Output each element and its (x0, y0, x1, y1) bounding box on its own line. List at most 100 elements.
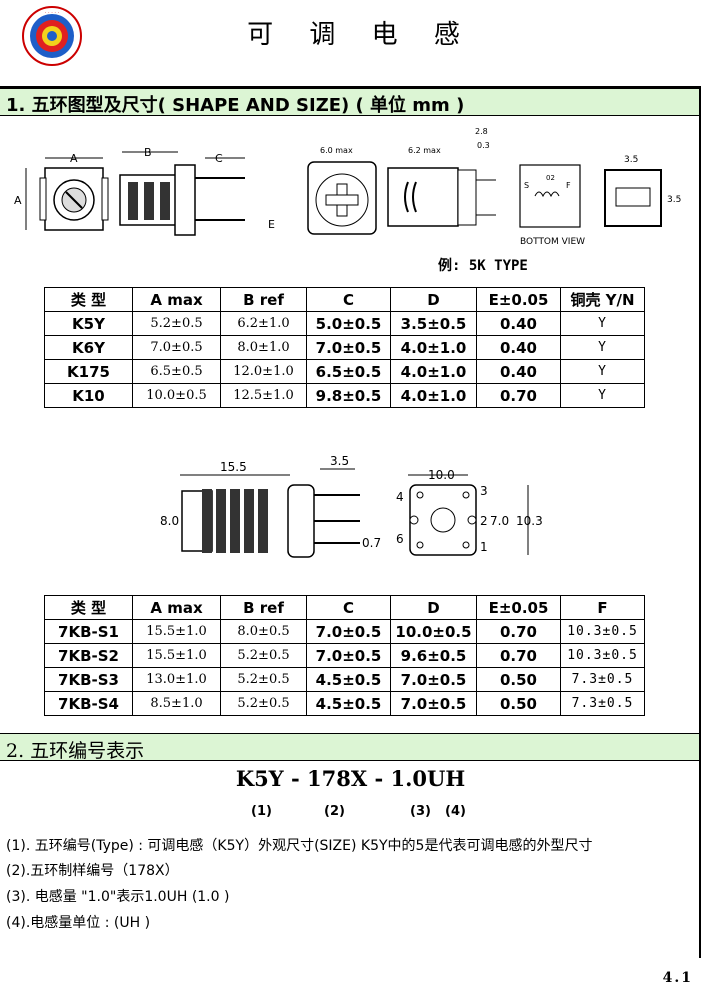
col-d: D (390, 287, 477, 312)
table-row: K175 6.5±0.5 12.0±1.0 6.5±0.5 4.0±1.0 0.… (44, 359, 645, 384)
table-row: K5Y 5.2±0.5 6.2±1.0 5.0±0.5 3.5±0.5 0.40… (44, 311, 645, 336)
cell-e: 0.40 (476, 311, 561, 336)
cell-b: 12.5±1.0 (220, 383, 307, 408)
table-row: K6Y 7.0±0.5 8.0±1.0 7.0±0.5 4.0±1.0 0.40… (44, 335, 645, 360)
svg-text:· · · · ·: · · · · · (45, 10, 60, 16)
cell-c: 6.5±0.5 (306, 359, 391, 384)
cell-b: 12.0±1.0 (220, 359, 307, 384)
cell-a: 5.2±0.5 (132, 311, 221, 336)
cell-a: 8.5±1.0 (132, 691, 221, 716)
label-pin-width: 0.7 (362, 536, 381, 550)
label-pin-4: 4 (396, 490, 404, 504)
cell-d: 7.0±0.5 (390, 667, 477, 692)
cell-copper: Y (560, 359, 645, 384)
col-copper-shell: 铜壳 Y/N (560, 287, 645, 312)
cell-c: 5.0±0.5 (306, 311, 391, 336)
col-a-max: A max (132, 595, 221, 620)
cell-b: 8.0±1.0 (220, 335, 307, 360)
cell-type: K10 (44, 383, 133, 408)
cell-c: 7.0±0.5 (306, 619, 391, 644)
col-c: C (306, 287, 391, 312)
cell-f: 10.3±0.5 (560, 619, 645, 644)
label-pin-2: 2 (480, 514, 488, 528)
7kb-series-spec-table: 类 型 A max B ref C D E±0.05 F 7KB-S1 15.5… (44, 595, 645, 716)
label-pin-02: 02 (546, 174, 555, 182)
section-shape-size-header: 1. 五环图型及尺寸( SHAPE AND SIZE) ( 单位 mm ) (0, 88, 699, 116)
col-b-ref: B ref (220, 287, 307, 312)
label-h35: 3.5 (667, 195, 681, 205)
table-header-row: 类 型 A max B ref C D E±0.05 铜壳 Y/N (44, 287, 645, 312)
label-pin-1: 1 (480, 540, 488, 554)
table-row: 7KB-S1 15.5±1.0 8.0±0.5 7.0±0.5 10.0±0.5… (44, 619, 645, 644)
page-number: 4.1 (662, 970, 693, 986)
cell-d: 7.0±0.5 (390, 691, 477, 716)
label-pin-s: S (524, 181, 529, 190)
cell-d: 10.0±0.5 (390, 619, 477, 644)
cell-copper: Y (560, 311, 645, 336)
cell-f: 7.3±0.5 (560, 667, 645, 692)
table-header-row: 类 型 A max B ref C D E±0.05 F (44, 595, 645, 620)
label-a-top: A (70, 152, 78, 165)
label-lead: 3.5 (330, 454, 349, 468)
label-dim-03: 0.3 (477, 141, 490, 150)
cell-e: 0.40 (476, 359, 561, 384)
cell-e: 0.70 (476, 619, 561, 644)
label-width: 10.0 (428, 468, 455, 482)
col-b-ref: B ref (220, 595, 307, 620)
cell-e: 0.40 (476, 335, 561, 360)
note-1: (1). 五环编号(Type) : 可调电感（K5Y）外观尺寸(SIZE) K5… (6, 838, 593, 854)
cell-b: 5.2±0.5 (220, 667, 307, 692)
col-f: F (560, 595, 645, 620)
example-type-label: 例: 5K TYPE (438, 258, 528, 274)
label-a-side: A (14, 194, 22, 207)
label-height: 8.0 (160, 514, 179, 528)
label-depth-max: 6.2 max (408, 146, 441, 155)
cell-type: K175 (44, 359, 133, 384)
page-title: 可 调 电 感 (247, 20, 474, 50)
label-pin-f: F (566, 181, 571, 190)
cell-c: 9.8±0.5 (306, 383, 391, 408)
col-d: D (390, 595, 477, 620)
col-type: 类 型 (44, 287, 133, 312)
note-2: (2).五环制样编号（178X） (6, 863, 179, 879)
cell-a: 15.5±1.0 (132, 643, 221, 668)
label-inner: 7.0 (490, 514, 509, 528)
section-shape-size-title: 1. 五环图型及尺寸( SHAPE AND SIZE) ( 单位 mm ) (6, 95, 465, 116)
cell-d: 4.0±1.0 (390, 383, 477, 408)
cell-b: 8.0±0.5 (220, 619, 307, 644)
cell-copper: Y (560, 383, 645, 408)
cell-type: 7KB-S1 (44, 619, 133, 644)
cell-c: 4.5±0.5 (306, 667, 391, 692)
shape-drawing-k-series: A A B C E 6.0 max 6.2 max 2.8 0.3 S F (10, 120, 690, 255)
table-row: 7KB-S2 15.5±1.0 5.2±0.5 7.0±0.5 9.6±0.5 … (44, 643, 645, 668)
cell-b: 5.2±0.5 (220, 643, 307, 668)
cell-d: 4.0±1.0 (390, 335, 477, 360)
label-b: B (144, 146, 152, 159)
company-logo: · · · · · (22, 6, 82, 66)
table-row: 7KB-S4 8.5±1.0 5.2±0.5 4.5±0.5 7.0±0.5 0… (44, 691, 645, 716)
section-numbering-title: 2. 五环编号表示 (6, 740, 145, 762)
table-row: K10 10.0±0.5 12.5±1.0 9.8±0.5 4.0±1.0 0.… (44, 383, 645, 408)
col-e: E±0.05 (476, 287, 561, 312)
cell-a: 7.0±0.5 (132, 335, 221, 360)
k-series-spec-table: 类 型 A max B ref C D E±0.05 铜壳 Y/N K5Y 5.… (44, 287, 645, 408)
cell-a: 10.0±0.5 (132, 383, 221, 408)
cell-a: 6.5±0.5 (132, 359, 221, 384)
label-length: 15.5 (220, 460, 247, 474)
cell-f: 7.3±0.5 (560, 691, 645, 716)
label-dim-28: 2.8 (475, 127, 488, 136)
label-w35: 3.5 (624, 155, 638, 165)
part-index-3: (3) (410, 804, 431, 819)
part-index-1: (1) (251, 804, 272, 819)
label-width-max: 6.0 max (320, 146, 353, 155)
label-c: C (215, 152, 223, 165)
note-4: (4).电感量单位 : (UH ) (6, 915, 151, 931)
label-pin-3: 3 (480, 484, 488, 498)
cell-d: 3.5±0.5 (390, 311, 477, 336)
cell-c: 7.0±0.5 (306, 335, 391, 360)
cell-e: 0.70 (476, 383, 561, 408)
col-a-max: A max (132, 287, 221, 312)
col-type: 类 型 (44, 595, 133, 620)
cell-e: 0.70 (476, 643, 561, 668)
table-row: 7KB-S3 13.0±1.0 5.2±0.5 4.5±0.5 7.0±0.5 … (44, 667, 645, 692)
